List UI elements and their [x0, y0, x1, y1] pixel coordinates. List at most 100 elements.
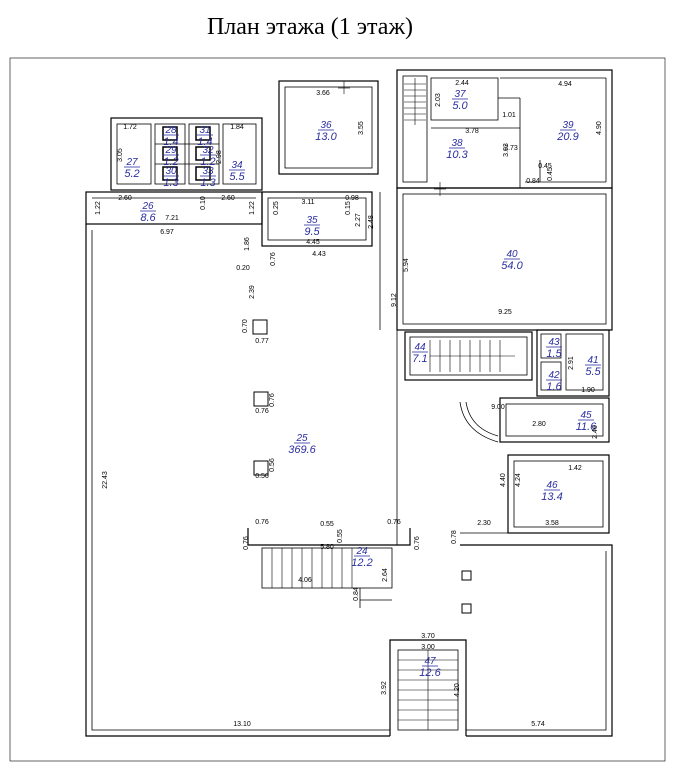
- dimension-label: 3.03: [503, 143, 510, 157]
- room-label-35: 359.5: [304, 215, 321, 238]
- room-46[interactable]: [460, 454, 610, 534]
- room-number: 37: [454, 89, 466, 100]
- room-area: 1.2: [200, 156, 215, 168]
- room-block-41-43[interactable]: [536, 329, 610, 397]
- room-number: 35: [306, 215, 318, 226]
- dimension-label: 13.10: [233, 721, 251, 728]
- dimension-label: 0.56: [255, 473, 269, 480]
- dimension-label: 5.94: [403, 258, 410, 272]
- dimension-label: 7.21: [165, 215, 179, 222]
- dimension-label: 0.10: [200, 196, 207, 210]
- room-number: 27: [125, 157, 138, 168]
- room-number: 26: [141, 201, 154, 212]
- dimension-label: 9.25: [498, 309, 512, 316]
- room-area: 1.4: [163, 136, 178, 148]
- dimension-label: 0.15: [345, 201, 352, 215]
- room-number: 42: [548, 370, 560, 381]
- room-number: 25: [295, 433, 308, 444]
- room-area: 54.0: [501, 260, 523, 272]
- stair-44[interactable]: [404, 331, 533, 381]
- stair-north: [404, 78, 426, 125]
- dimension-label: 3.70: [421, 633, 435, 640]
- room-block-37-39[interactable]: [396, 69, 613, 189]
- toilet-icons: [162, 126, 211, 181]
- room-label-44: 447.1: [412, 342, 428, 365]
- room-area: 1.2: [163, 156, 178, 168]
- room-area: 1.5: [546, 348, 562, 360]
- dimension-label: 9.00: [491, 404, 505, 411]
- room-area: 8.6: [140, 212, 156, 224]
- dimension-label: 4.90: [596, 121, 603, 135]
- dimension-label: 0.25: [273, 201, 280, 215]
- dimension-label: 4.24: [515, 473, 522, 487]
- room-area: 9.5: [304, 226, 320, 238]
- room-number: 24: [355, 546, 368, 557]
- dimension-label: 22.43: [102, 471, 109, 489]
- dimension-label: 0.55: [320, 521, 334, 528]
- dimension-label: 2.30: [477, 520, 491, 527]
- room-label-32: 321.2: [200, 145, 216, 168]
- room-label-37: 375.0: [452, 89, 469, 112]
- dimension-label: 2.03: [435, 93, 442, 107]
- dimension-label: 0.20: [236, 265, 250, 272]
- room-number: 33: [202, 166, 214, 177]
- dimension-label: 2.46: [592, 425, 599, 439]
- dimension-label: 3.78: [465, 128, 479, 135]
- dimension-label: 2.98: [216, 150, 223, 164]
- room-area: 5.5: [229, 171, 245, 183]
- dimension-label: 3.05: [117, 148, 124, 162]
- dimension-label: 2.64: [382, 568, 389, 582]
- dimension-label: 1.42: [568, 465, 582, 472]
- dimension-label: 5.74: [531, 721, 545, 728]
- dimension-label: 3.55: [358, 121, 365, 135]
- room-number: 43: [548, 337, 560, 348]
- room-label-33: 331.3: [200, 166, 217, 189]
- room-number: 30: [165, 166, 177, 177]
- drawing-frame: [9, 57, 666, 762]
- dimension-label: 0.76: [387, 519, 401, 526]
- dimension-label: 0.76: [270, 252, 277, 266]
- room-area: 20.9: [556, 131, 578, 143]
- room-area: 5.5: [585, 366, 601, 378]
- wc-block[interactable]: [110, 117, 263, 191]
- room-number: 39: [562, 120, 574, 131]
- dimension-label: 1.72: [123, 124, 137, 131]
- dimension-label: 6.97: [160, 229, 174, 236]
- room-number: 31: [199, 125, 210, 136]
- room-label-28: 281.4: [163, 125, 179, 148]
- plan-title: План этажа (1 этаж): [206, 14, 414, 40]
- dimension-label: 3.92: [381, 681, 388, 695]
- room-number: 38: [451, 138, 463, 149]
- dimension-label: 0.45: [538, 163, 552, 170]
- room-45[interactable]: [459, 397, 610, 443]
- dimension-label: 2.44: [455, 80, 469, 87]
- room-25[interactable]: [85, 192, 613, 737]
- room-area: 1.4: [197, 136, 212, 148]
- dimension-label: 0.56: [269, 458, 276, 472]
- room-label-34: 345.5: [229, 160, 246, 183]
- room-35[interactable]: [261, 191, 373, 247]
- room-area: 11.6: [576, 421, 597, 433]
- dimension-label: 0.76: [269, 393, 276, 407]
- room-number: 41: [587, 355, 598, 366]
- room-40[interactable]: [396, 182, 613, 331]
- stair-24[interactable]: [247, 528, 411, 608]
- room-36[interactable]: [278, 80, 379, 175]
- dimension-label: 0.98: [345, 195, 359, 202]
- dimension-label: 1.86: [244, 237, 251, 251]
- room-area: 5.0: [452, 100, 468, 112]
- dimension-label: 2.60: [118, 195, 132, 202]
- dimension-label: 0.70: [242, 319, 249, 333]
- dimension-label: 4.06: [298, 577, 312, 584]
- room-label-43: 431.5: [546, 337, 563, 360]
- dimension-label: 0.76: [243, 536, 250, 550]
- dimension-label: 2.48: [368, 215, 375, 229]
- columns: [252, 319, 472, 614]
- room-number: 45: [580, 410, 592, 421]
- stair-47[interactable]: [389, 639, 467, 736]
